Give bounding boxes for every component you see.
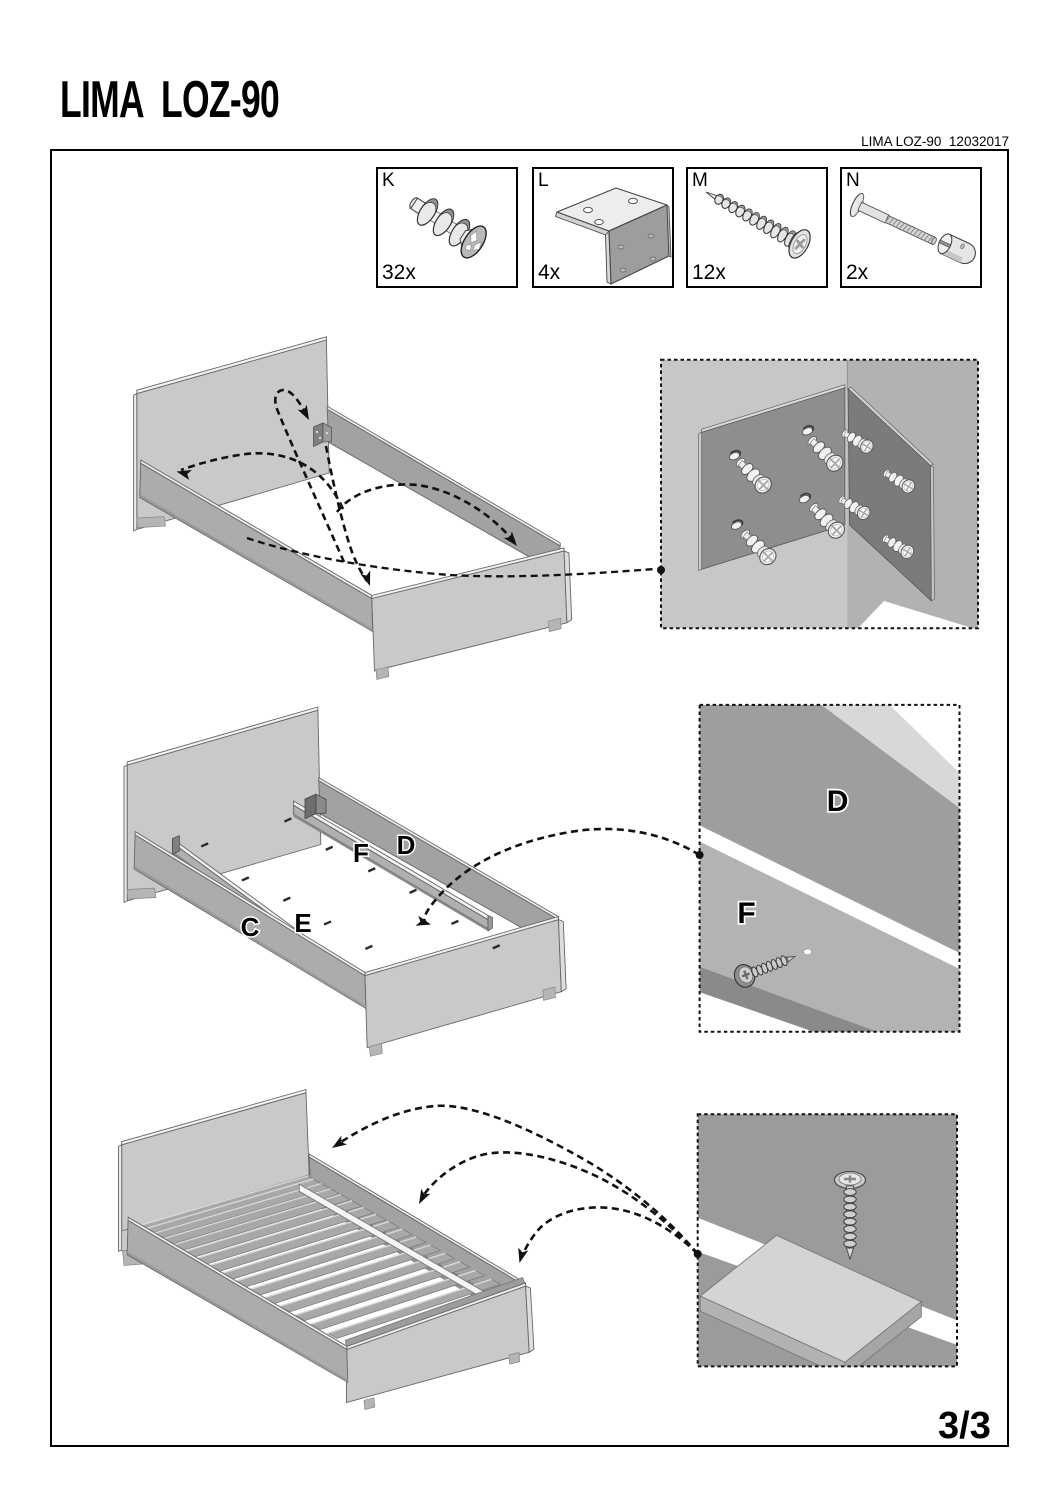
svg-text:C: C	[241, 912, 260, 942]
svg-text:F: F	[737, 897, 755, 930]
svg-text:F: F	[353, 838, 369, 868]
svg-text:E: E	[294, 908, 311, 938]
svg-text:D: D	[827, 785, 849, 818]
svg-text:D: D	[397, 830, 416, 860]
